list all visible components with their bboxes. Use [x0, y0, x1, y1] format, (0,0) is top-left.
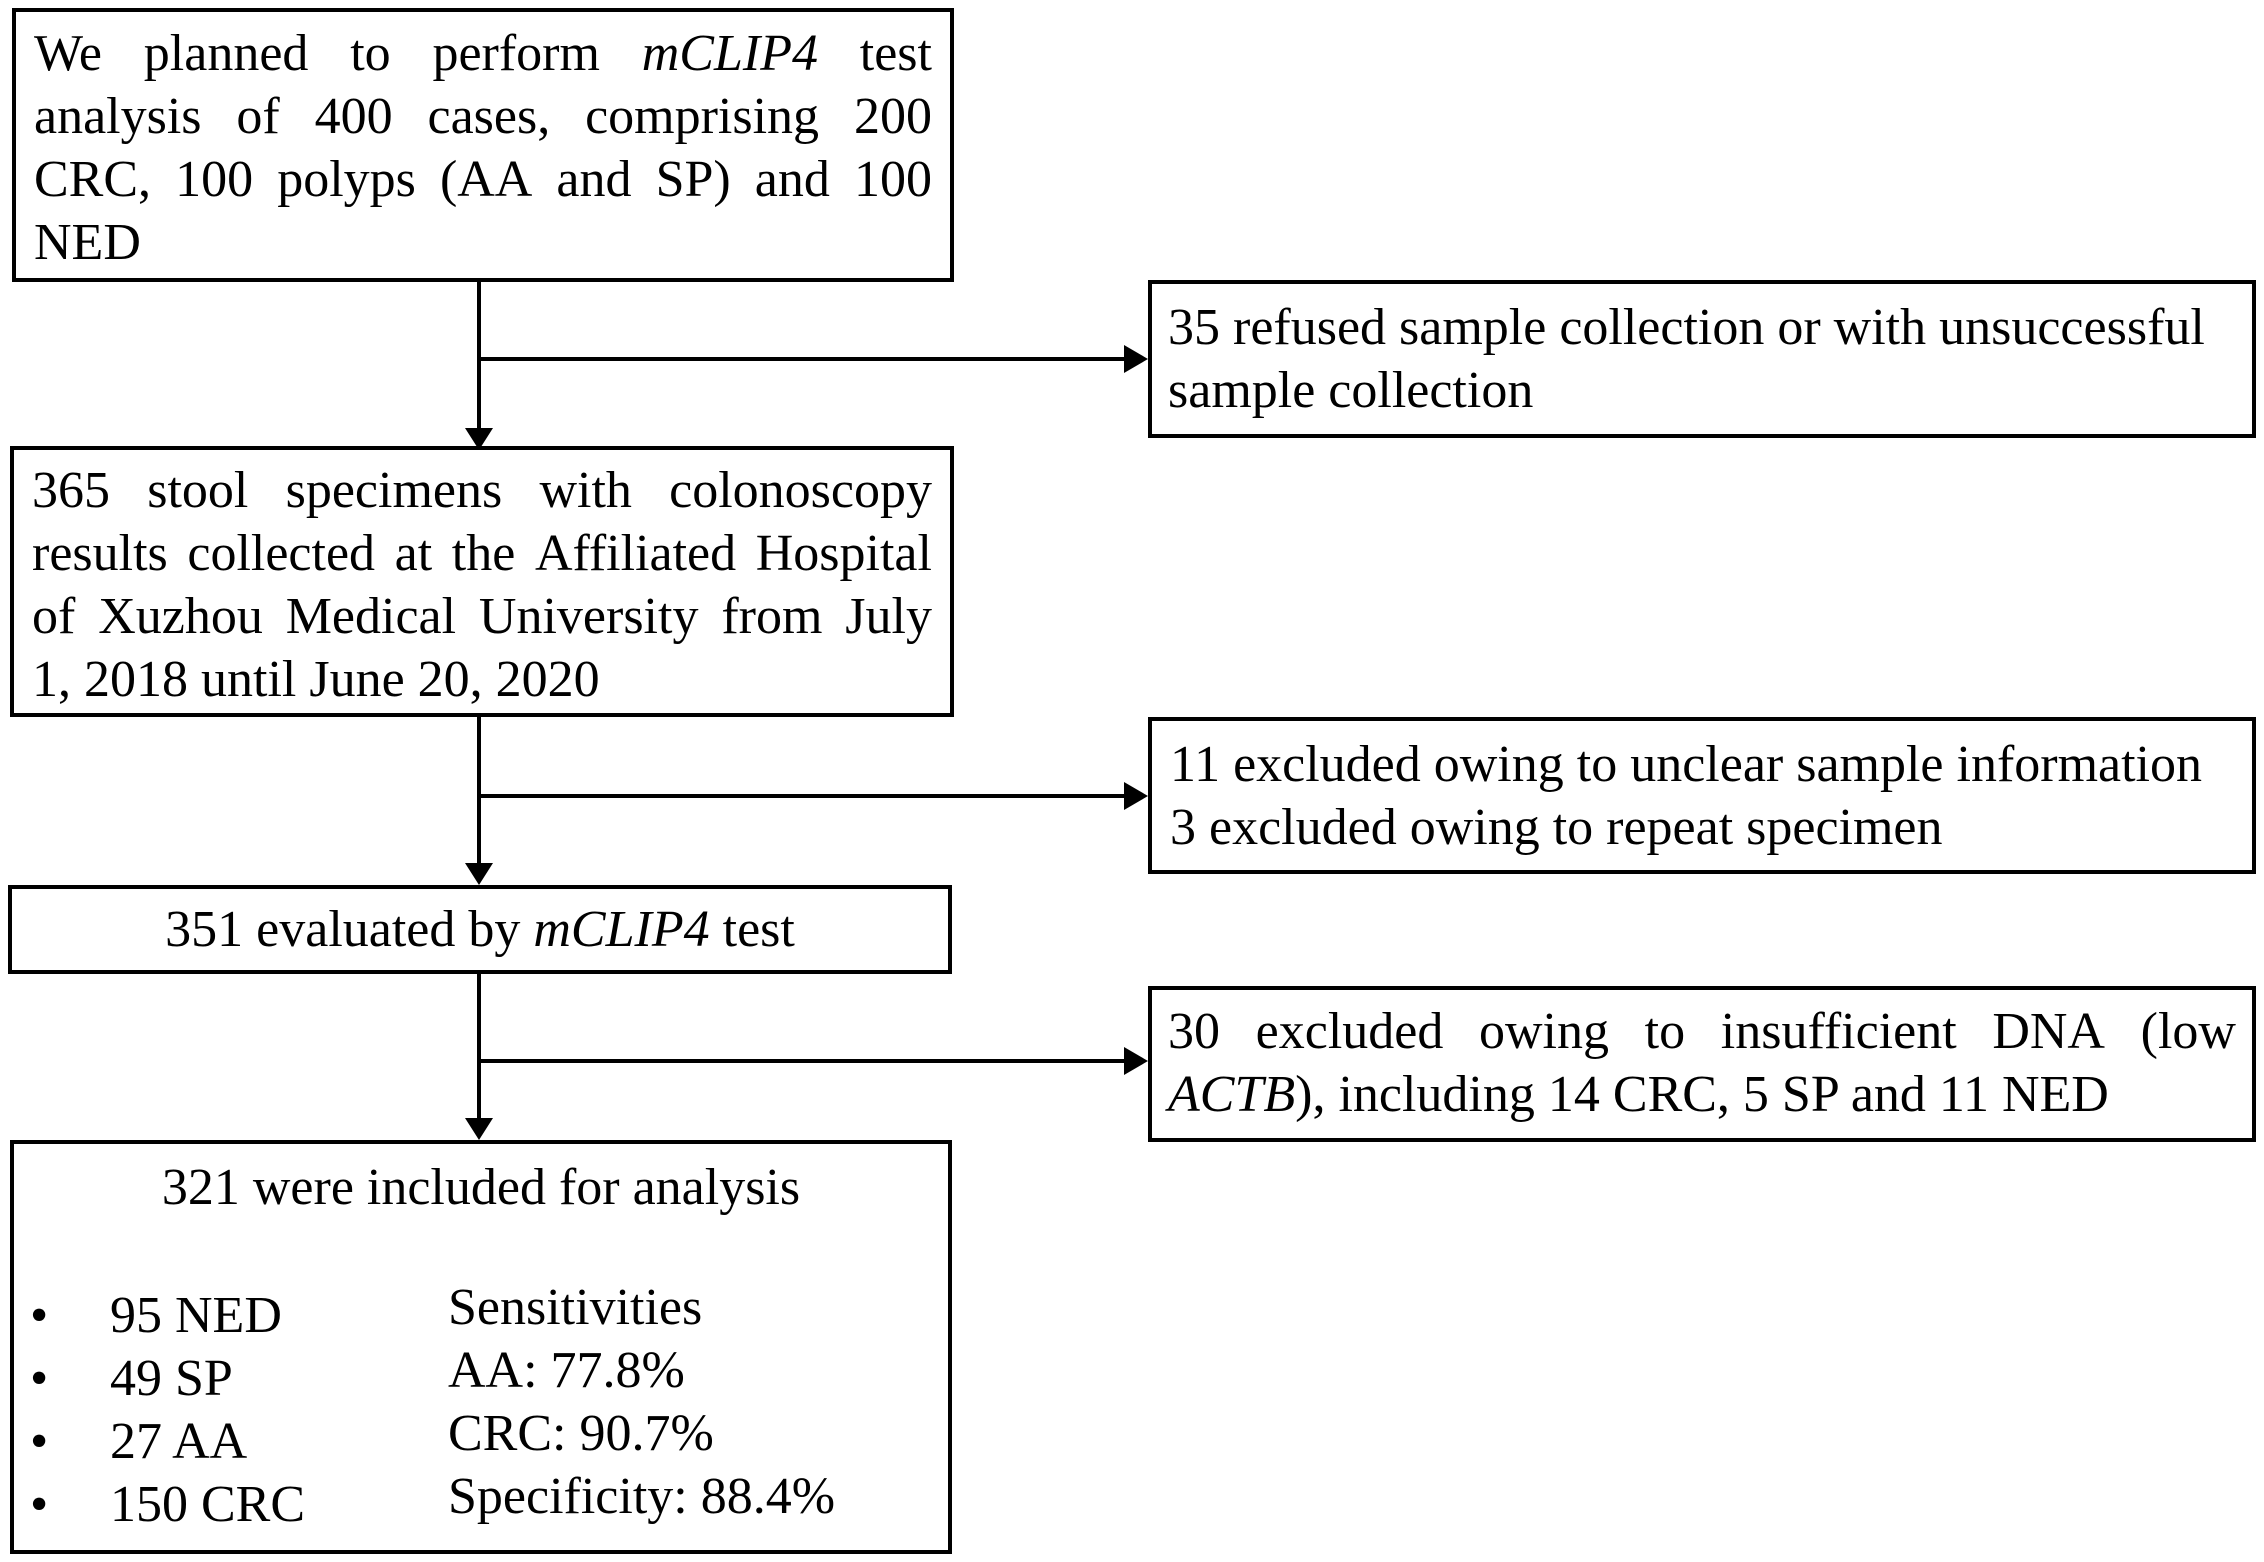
side1-line-1: 35 refused sample collection or with uns…	[1168, 299, 2205, 356]
group-item-aa: •27 AA	[30, 1410, 247, 1473]
side3-line-1: 30 excluded owing to insufficient DNA (l…	[1168, 1003, 2236, 1060]
box1-line-2: analysis of 400 cases, comprising 200	[34, 88, 932, 145]
arrowhead-down-2	[465, 863, 493, 885]
result-specificity: Specificity: 88.4%	[448, 1468, 836, 1525]
arrowhead-down-3	[465, 1118, 493, 1140]
side3-line-2: ACTB), including 14 CRC, 5 SP and 11 NED	[1168, 1066, 2109, 1123]
side2-line-1: 11 excluded owing to unclear sample info…	[1170, 736, 2203, 793]
arrowhead-down-1	[465, 428, 493, 450]
group-item-sp: •49 SP	[30, 1347, 233, 1410]
included-analysis-box	[10, 1140, 952, 1554]
evaluated-box	[8, 885, 952, 974]
box1-line-4: NED	[34, 214, 141, 271]
bullet-icon: •	[30, 1287, 49, 1344]
bullet-icon: •	[30, 1413, 49, 1470]
result-heading: Sensitivities	[448, 1279, 703, 1336]
box2-line-1: 365 stool specimens with colonoscopy	[32, 462, 932, 519]
refused-collection-box	[1148, 280, 2256, 438]
excluded-dna-box	[1148, 986, 2256, 1142]
box1-line-1: We planned to perform mCLIP4 test	[34, 25, 932, 82]
side1-line-2: sample collection	[1168, 362, 1534, 419]
box4-title: 321 were included for analysis	[161, 1159, 801, 1216]
arrowhead-right-1	[1124, 345, 1148, 373]
bullet-icon: •	[30, 1476, 49, 1533]
result-crc: CRC: 90.7%	[448, 1405, 714, 1462]
result-aa: AA: 77.8%	[448, 1342, 685, 1399]
group-item-ned: •95 NED	[30, 1284, 282, 1347]
box2-line-4: 1, 2018 until June 20, 2020	[32, 651, 600, 708]
arrowhead-right-2	[1124, 782, 1148, 810]
arrowhead-right-3	[1124, 1047, 1148, 1075]
excluded-info-box	[1148, 717, 2256, 874]
group-item-crc: •150 CRC	[30, 1473, 305, 1536]
box1-line-3: CRC, 100 polyps (AA and SP) and 100	[34, 151, 932, 208]
side2-line-2: 3 excluded owing to repeat specimen	[1170, 799, 1943, 856]
box3-line: 351 evaluated by mCLIP4 test	[165, 901, 795, 958]
stool-specimens-box	[10, 446, 954, 717]
bullet-icon: •	[30, 1350, 49, 1407]
planned-cases-box	[12, 8, 954, 282]
box2-line-2: results collected at the Affiliated Hosp…	[32, 525, 932, 582]
box2-line-3: of Xuzhou Medical University from July	[32, 588, 932, 645]
